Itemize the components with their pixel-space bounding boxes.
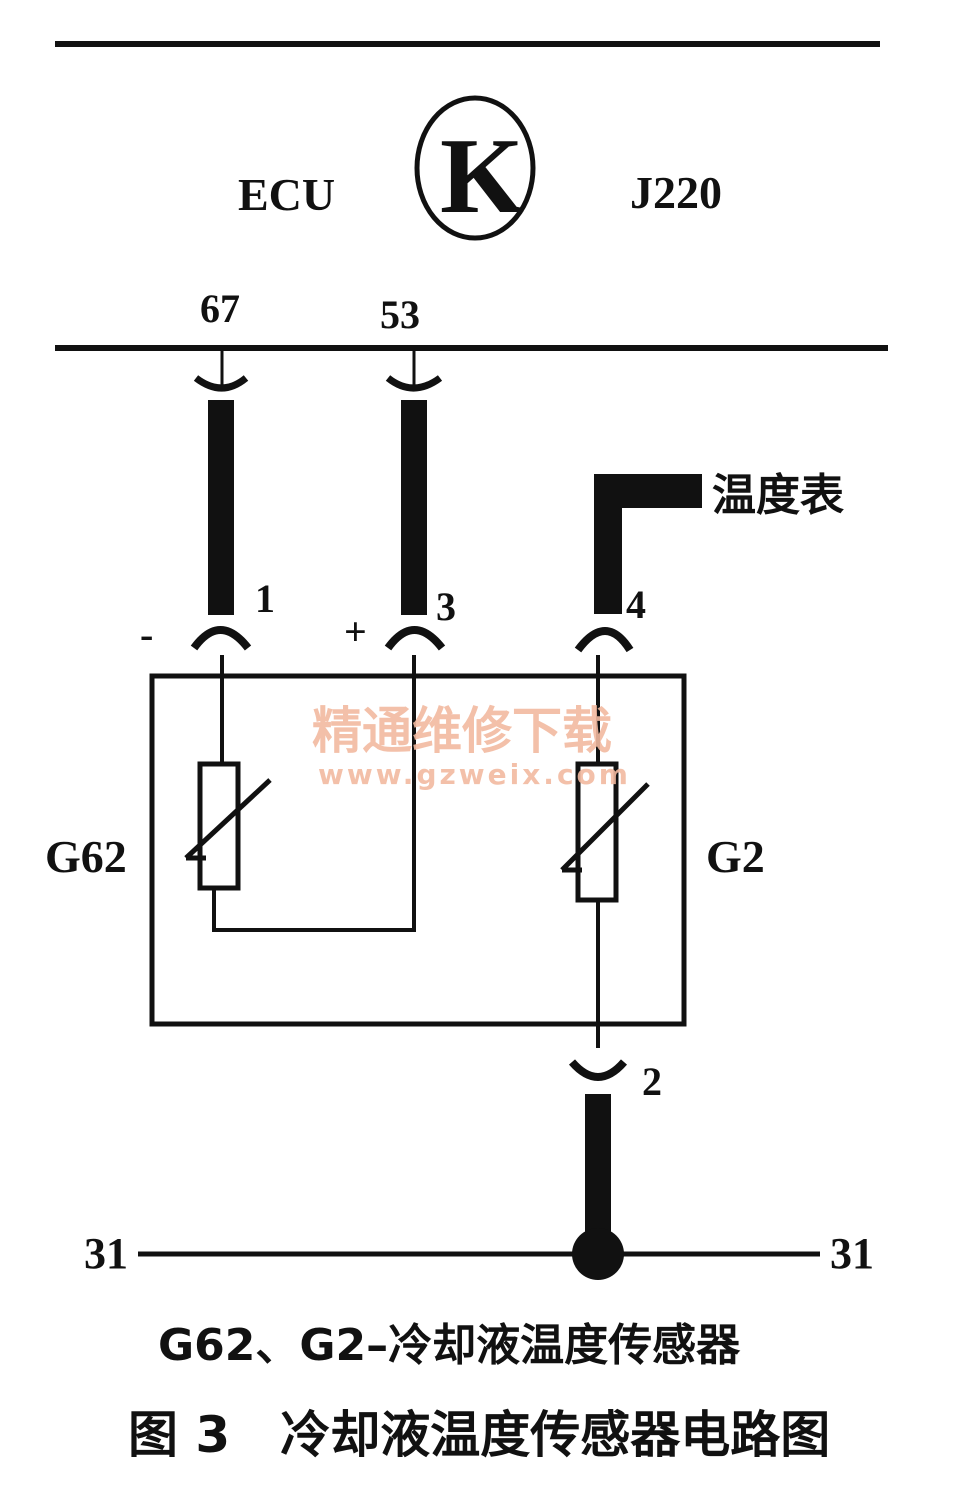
connector-pin-3-polarity: + <box>344 609 367 654</box>
ecu-pin-53: 53 <box>380 292 420 337</box>
watermark-title: 精通维修下载 <box>312 702 612 760</box>
g62-internal-wiring <box>212 655 416 932</box>
legend-text: G62、G2–冷却液温度传感器 <box>158 1320 741 1371</box>
sensor-g2-label: G2 <box>706 831 765 882</box>
connector-pin-2: 2 <box>642 1059 662 1104</box>
g62-thermistor <box>184 761 272 891</box>
g2-thermistor <box>560 761 650 903</box>
wire-2-to-ground <box>568 1059 628 1244</box>
ecu-part-label: J220 <box>630 167 722 218</box>
connector-pin-4: 4 <box>626 582 646 627</box>
connector-pin-3: 3 <box>436 584 456 629</box>
ground-right-label: 31 <box>830 1229 874 1278</box>
ecu-pin-67: 67 <box>200 286 240 331</box>
ecu-k-symbol-circle <box>414 95 536 241</box>
sensor-housing <box>149 673 687 1027</box>
wire-67-to-1 <box>190 348 252 651</box>
watermark-url: www.gzweix.com <box>318 758 631 791</box>
ecu-k-symbol: K <box>440 117 524 236</box>
gauge-label: 温度表 <box>712 470 844 521</box>
figure-caption: 图 3 冷却液温度传感器电路图 <box>128 1406 830 1464</box>
connector-pin-1-polarity: - <box>140 612 153 657</box>
ground-left-label: 31 <box>84 1229 128 1278</box>
sensor-g62-label: G62 <box>45 831 127 882</box>
ground-junction <box>572 1228 624 1280</box>
ecu-label: ECU <box>238 169 335 220</box>
wire-gauge-to-4 <box>574 474 702 653</box>
wire-53-to-3 <box>384 348 446 651</box>
connector-pin-1: 1 <box>255 576 275 621</box>
